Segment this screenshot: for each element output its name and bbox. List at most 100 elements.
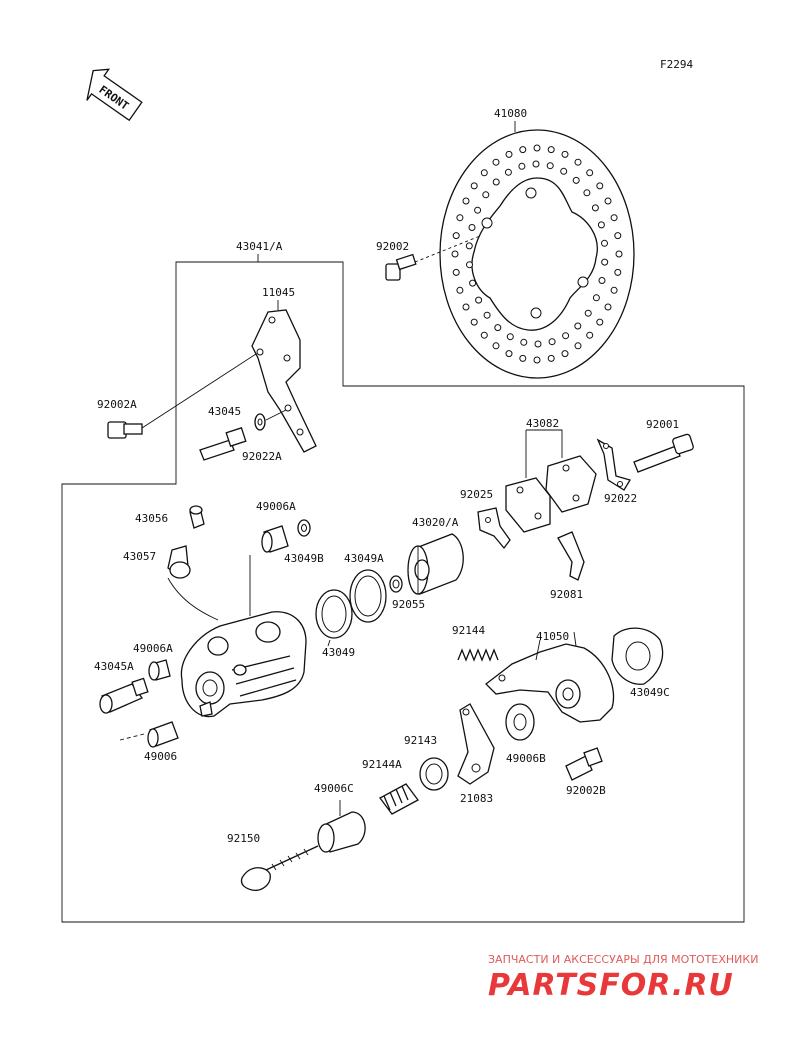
disc-hole	[561, 350, 569, 358]
disc-hole	[468, 224, 476, 231]
label-49006: 49006	[144, 750, 177, 763]
disc-hole	[469, 279, 477, 287]
label-43049A: 43049A	[344, 552, 384, 565]
disc-hole	[520, 338, 528, 346]
label-92144A: 92144A	[362, 758, 402, 771]
parking-brake-lever	[485, 631, 615, 723]
figure-code: F2294	[660, 58, 693, 71]
label-92025: 92025	[460, 488, 493, 501]
disc-hole	[547, 354, 555, 362]
lever-gasket	[611, 627, 664, 685]
caliper-body	[180, 611, 307, 718]
disc-hole	[475, 296, 483, 304]
disc-hole	[480, 169, 488, 177]
label-92002A: 92002A	[97, 398, 137, 411]
brake-cam	[419, 703, 495, 791]
disc-hole	[591, 204, 599, 212]
disc-hole	[451, 250, 459, 258]
disc-hole	[519, 146, 527, 154]
disc-hole	[546, 162, 554, 170]
lever-washer	[505, 703, 535, 741]
disc-hole	[562, 332, 570, 340]
disc-hole	[466, 261, 473, 269]
disc-hole	[462, 303, 470, 311]
disc-hole	[572, 176, 580, 184]
disc-hole	[518, 162, 526, 170]
disc-bolt	[385, 235, 481, 281]
disc-hole	[596, 182, 604, 190]
watermark-tagline: ЗАПЧАСТИ И АКСЕССУАРЫ ДЛЯ МОТОТЕХНИКИ	[488, 953, 758, 966]
disc-hole	[462, 197, 470, 205]
label-92002: 92002	[376, 240, 409, 253]
bleed-valve	[167, 505, 219, 621]
disc-hole	[586, 169, 594, 177]
caliper-piston	[407, 533, 464, 595]
label-92081: 92081	[550, 588, 583, 601]
label-92002B: 92002B	[566, 784, 606, 797]
disc-hole	[505, 150, 513, 158]
disc-hole	[456, 286, 464, 294]
pin-boot-lower	[119, 721, 179, 748]
cam-spring	[379, 783, 419, 815]
disc-hole	[519, 354, 527, 362]
disc-hole	[465, 242, 473, 250]
disc-hole	[561, 150, 569, 158]
disc-hole	[614, 232, 622, 240]
anti-rattle-spring	[557, 531, 585, 581]
watermark-logo: PARTSFOR.RU	[488, 968, 734, 1003]
disc-hole	[597, 221, 605, 229]
disc-hole	[534, 340, 542, 348]
label-49006C: 49006C	[314, 782, 354, 795]
disc-hole	[560, 167, 568, 175]
disc-hole	[506, 333, 514, 341]
disc-hole	[601, 258, 609, 266]
disc-hole	[586, 331, 594, 339]
label-41050: 41050	[536, 630, 569, 643]
caliper-pin	[199, 409, 287, 461]
disc-hole	[615, 250, 623, 258]
disc-hole	[504, 168, 512, 176]
disc-hole	[492, 158, 500, 166]
pad-pin	[596, 433, 694, 491]
disc-hole	[492, 178, 500, 186]
disc-hole	[601, 239, 608, 247]
disc-hole	[614, 268, 622, 276]
disc-hole	[610, 214, 618, 222]
label-92150: 92150	[227, 832, 260, 845]
label-43049C: 43049C	[630, 686, 670, 699]
label-92055: 92055	[392, 598, 425, 611]
adjuster-boot	[317, 800, 366, 853]
disc-hole	[452, 232, 460, 240]
caliper-bracket	[251, 309, 317, 453]
bracket-bolt	[107, 353, 257, 439]
lever-bolt	[565, 747, 603, 781]
disc-hole	[470, 318, 478, 326]
disc-hole	[533, 356, 541, 364]
disc-hole	[474, 206, 482, 214]
disc-hole	[610, 286, 618, 294]
label-92022A: 92022A	[242, 450, 282, 463]
disc-hole	[548, 338, 556, 346]
label-43041A: 43041/A	[236, 240, 283, 253]
disc-hole	[574, 322, 582, 330]
label-21083: 21083	[460, 792, 493, 805]
disc-hole	[470, 182, 478, 190]
label-11045: 11045	[262, 286, 295, 299]
brake-pads	[505, 429, 597, 533]
brake-disc	[439, 129, 635, 379]
disc-hole	[604, 303, 612, 311]
adjuster-screw	[240, 845, 319, 891]
disc-hole	[533, 144, 541, 152]
label-92144: 92144	[452, 624, 485, 637]
label-49006B: 49006B	[506, 752, 546, 765]
label-92022: 92022	[604, 492, 637, 505]
front-arrow-icon: FRONT	[86, 68, 143, 122]
disc-hole	[483, 311, 491, 319]
disc-hole	[574, 342, 582, 350]
label-43049: 43049	[322, 646, 355, 659]
disc-hole	[494, 324, 502, 332]
disc-hole	[592, 294, 600, 302]
disc-hole	[482, 191, 490, 199]
label-41080: 41080	[494, 107, 527, 120]
label-92001: 92001	[646, 418, 679, 431]
